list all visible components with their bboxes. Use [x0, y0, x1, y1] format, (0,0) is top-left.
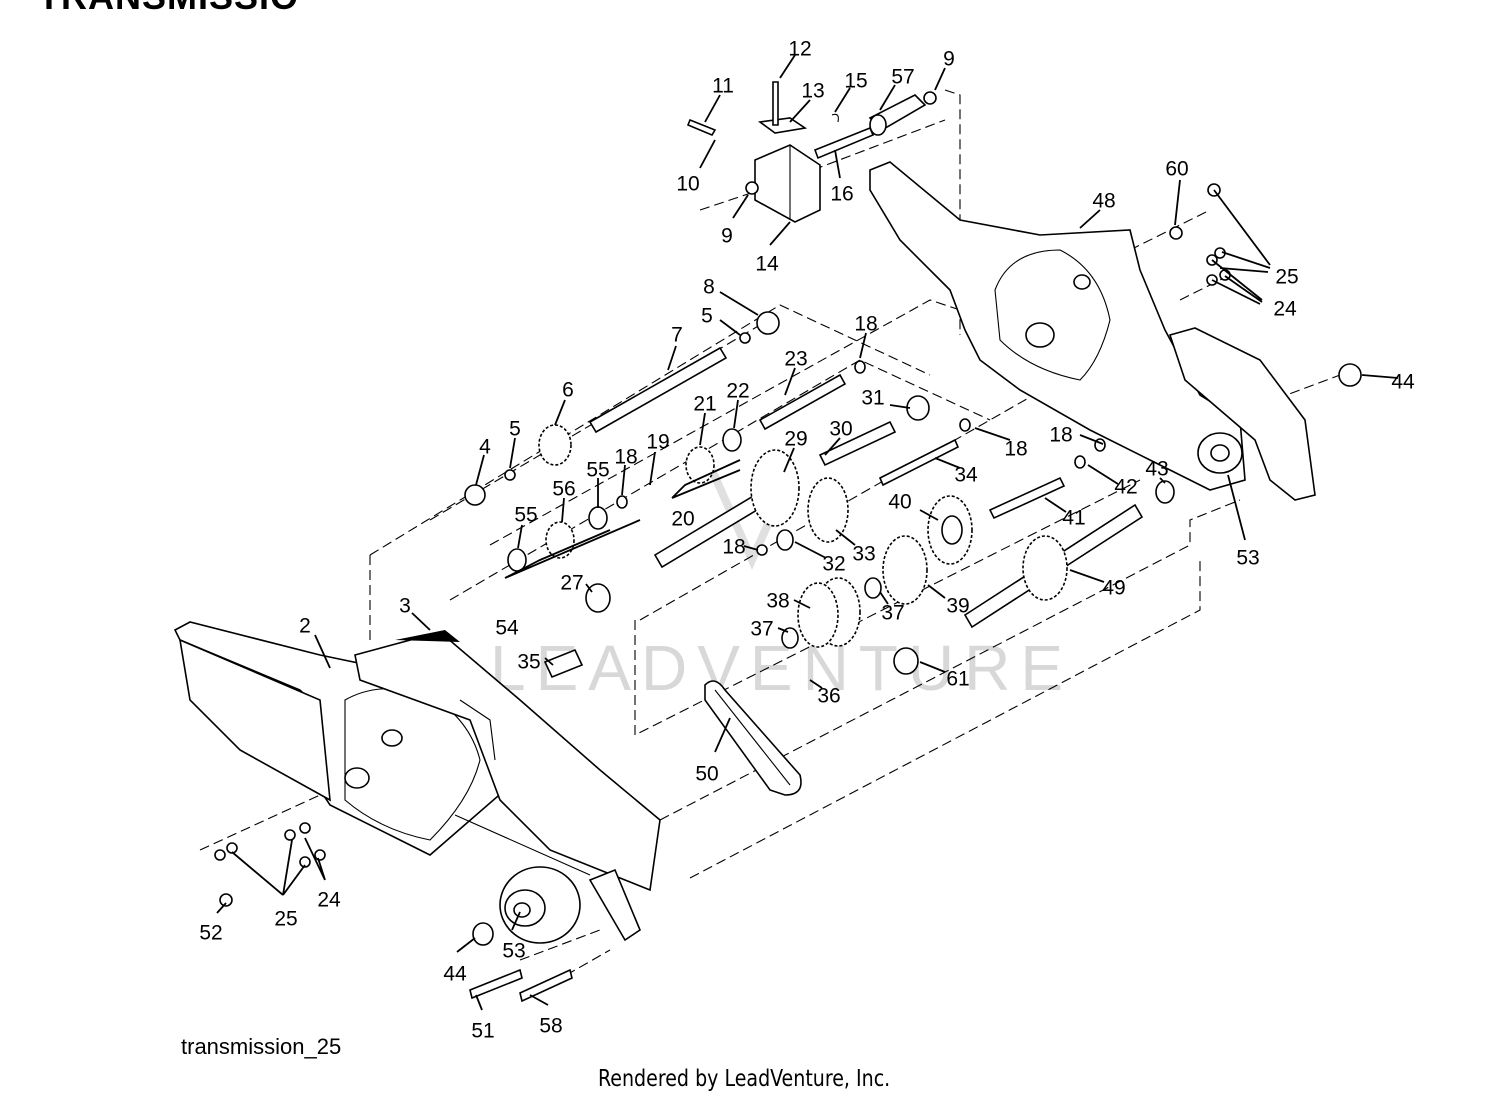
callout-37: 37 [750, 618, 773, 641]
callout-43: 43 [1145, 458, 1168, 481]
callout-30: 30 [829, 418, 852, 441]
callout-18: 18 [722, 536, 745, 559]
callout-50: 50 [695, 763, 718, 786]
callout-37: 37 [881, 602, 904, 625]
callout-40: 40 [888, 491, 911, 514]
callout-58: 58 [539, 1015, 562, 1038]
callout-24: 24 [1273, 298, 1297, 321]
gears-and-sprockets [538, 424, 1068, 648]
left-transmission-cover [354, 630, 661, 892]
callout-61: 61 [946, 668, 969, 691]
callout-10: 10 [676, 173, 699, 196]
watermark-text: LEADVENTURE [490, 632, 1073, 704]
page-title: TRANSMISSION [38, 0, 300, 34]
callout-25: 25 [274, 908, 297, 931]
callout-18: 18 [614, 446, 637, 469]
callout-35: 35 [517, 651, 540, 674]
callout-38: 38 [766, 590, 789, 613]
callout-32: 32 [822, 553, 845, 576]
callout-24: 24 [317, 889, 341, 912]
callout-13: 13 [801, 80, 824, 103]
assembly-dashed-lines [199, 89, 1341, 991]
callout-12: 12 [788, 38, 811, 61]
callout-18: 18 [854, 313, 877, 336]
callout-20: 20 [671, 508, 694, 531]
callout-36: 36 [817, 685, 840, 708]
callout-5: 5 [701, 305, 713, 328]
callout-42: 42 [1114, 476, 1137, 499]
callout-2: 2 [299, 615, 311, 638]
callout-18: 18 [1049, 424, 1072, 447]
callout-23: 23 [784, 348, 807, 371]
callout-31: 31 [861, 387, 884, 410]
callout-52: 52 [199, 922, 222, 945]
drive-belt [704, 680, 802, 796]
callout-5: 5 [509, 418, 521, 441]
callout-55: 55 [586, 459, 609, 482]
callout-29: 29 [784, 428, 807, 451]
callout-27: 27 [560, 572, 583, 595]
callout-16: 16 [830, 183, 853, 206]
callout-53: 53 [1236, 547, 1259, 570]
callout-3: 3 [399, 595, 411, 618]
callout-8: 8 [703, 276, 715, 299]
callout-19: 19 [646, 431, 669, 454]
callout-44: 44 [1391, 371, 1415, 394]
diagram-caption: transmission_25 [181, 1034, 342, 1059]
callout-54: 54 [495, 617, 519, 640]
callout-48: 48 [1092, 190, 1115, 213]
callout-25: 25 [1275, 266, 1298, 289]
callout-15: 15 [844, 70, 867, 93]
callout-4: 4 [479, 436, 491, 459]
callout-7: 7 [671, 324, 683, 347]
callout-9: 9 [721, 225, 733, 248]
callout-22: 22 [726, 380, 749, 403]
callout-21: 21 [693, 393, 716, 416]
callout-33: 33 [852, 543, 875, 566]
callout-44: 44 [443, 963, 467, 986]
callout-34: 34 [954, 464, 978, 487]
render-credit-footer: Rendered by LeadVenture, Inc. [598, 1066, 891, 1092]
callout-56: 56 [552, 478, 575, 501]
callout-11: 11 [712, 75, 734, 98]
left-drive-pulley [499, 866, 641, 944]
callout-49: 49 [1102, 577, 1125, 600]
shift-linkage-parts [686, 81, 937, 223]
callout-60: 60 [1165, 158, 1188, 181]
callout-14: 14 [755, 253, 779, 276]
page-title-text: TRANSMISSION [38, 0, 300, 18]
callout-6: 6 [562, 379, 574, 402]
callout-57: 57 [891, 66, 914, 89]
callout-53: 53 [502, 940, 525, 963]
callout-51: 51 [471, 1020, 494, 1043]
callout-39: 39 [946, 595, 969, 618]
callout-55: 55 [514, 504, 537, 527]
callout-18: 18 [1004, 438, 1027, 461]
callout-leader-lines [216, 54, 1399, 1011]
right-transmission-housing [869, 161, 1316, 501]
callout-9: 9 [943, 48, 955, 71]
callout-41: 41 [1062, 507, 1085, 530]
